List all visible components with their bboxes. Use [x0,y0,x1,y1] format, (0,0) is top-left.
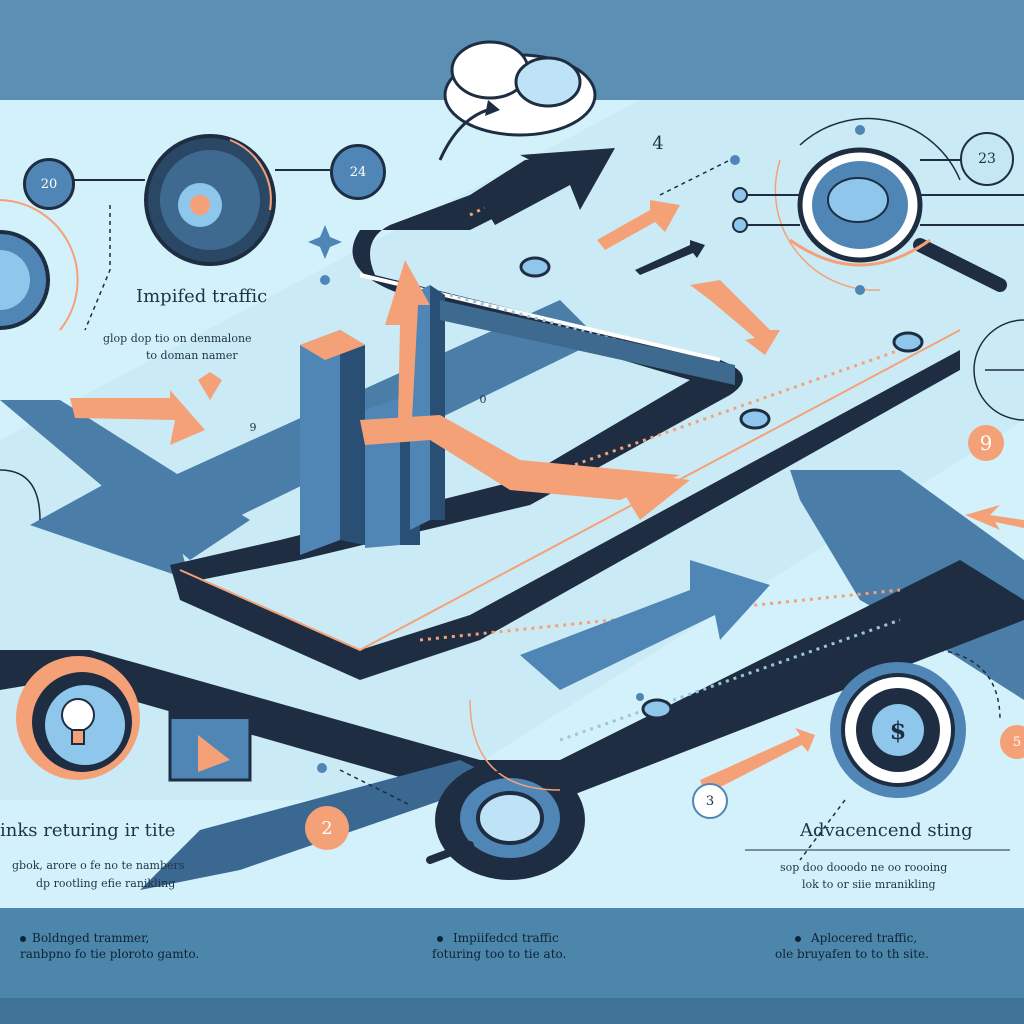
footer-bullet-3 [795,935,801,942]
footer-col3-line2: ole bruyafen to to th site. [775,947,929,961]
road-marker-4 [641,698,673,720]
orange-arrow-right-edge [965,505,1024,530]
orange-arrow-left-1 [70,390,205,445]
node-dot-8 [636,693,644,701]
bar-tall-left [300,330,340,555]
left-edge-target-icon [0,199,79,331]
lower-road [0,560,1024,800]
bottom-left-subtext-line-2: dp rootling efie ranikling [36,877,176,890]
dollar-coin-icon [830,662,966,798]
bar-tall-left-side [340,330,365,545]
badge-9-small: 9 [249,420,257,434]
footer-col1-line1: Boldnged trammer, [32,931,150,945]
light-bulb-icon [16,656,140,780]
footer-strip [0,998,1024,1024]
badge-5: 5 [1000,725,1024,759]
dashed-connector-left [84,205,111,331]
bottom-left-heading: inks returing ir tite [0,820,176,841]
top-left-subtext-line-2: to doman namer [146,349,238,362]
orange-trend-line [360,415,680,500]
footer-column-3: Aplocered traffic, ole bruyafen to to th… [775,930,929,962]
badge-4: 4 [652,132,664,154]
dollar-dash-arc [939,649,1001,721]
badge-9: 9 [968,425,1004,461]
footer-col1-line2: ranbpno fo tie ploroto gamto. [20,947,200,961]
bottom-right-subtext-line-2: lok to or siie mranikling [802,878,936,891]
video-player-icon [168,703,252,782]
dashed-curve-left [0,469,41,521]
blue-arrow-mid [520,560,770,690]
bottom-left-subtext-line-1: gbok, arore o fe no te nambers [12,859,185,872]
lane-dash-2 [449,293,691,362]
dark-arrow-up-right [480,148,615,225]
heart-icon [198,372,222,400]
footer-bullet-2 [437,935,443,942]
road-edge-orange [179,329,961,652]
top-left-subtext-line-1: glop dop tio on denmalone [103,332,252,345]
road-side-panel [440,300,735,385]
right-edge-circle [973,319,1024,421]
footer-col3-line1: Aplocered traffic, [811,931,918,945]
footer-col2-line1: Impiifedcd traffic [453,931,559,945]
cloud-icon [438,40,597,161]
badge-23: 23 [960,132,1014,186]
large-blue-arrow-tail [0,400,250,560]
main-road-path [170,150,960,680]
orange-up-arrow [385,260,430,420]
road-marker-1 [519,256,551,278]
gauge-icon [144,134,276,266]
footer-column-1: Boldnged trammer, ranbpno fo tie ploroto… [20,930,199,962]
orange-arrow-small-3 [690,280,780,355]
orange-arrow-head [610,470,690,520]
bottom-right-heading: Advacencend sting [800,820,973,841]
footer-column-2: Impiifedcd traffic foturing too to tie a… [432,930,566,962]
badge-0: 0 [479,392,487,406]
node-dot-4 [855,285,865,295]
footer-col2-line2: foturing too to tie ato. [432,947,567,961]
magnifier-icon [774,117,1007,292]
orange-curve-lower [469,699,561,791]
badge-3: 3 [692,783,728,819]
node-dot-2 [732,217,748,233]
seo-label: SEO [495,763,520,776]
seo-magnifier-icon [426,760,585,880]
bottom-right-subtext-line-1: sop doo dooodo ne oo roooing [780,861,948,874]
node-dot-5 [730,155,740,165]
dashed-line-lower-left [339,769,411,806]
bar-tallest-side [430,285,445,520]
orange-arrow-bottom [700,728,815,795]
node-dot-7 [317,763,327,773]
node-dot-6 [320,275,330,285]
node-dot-3 [855,125,865,135]
road-marker-2 [892,331,924,353]
orange-arrow-small-2 [597,200,680,250]
badge-2: 2 [305,806,349,850]
footer-bullet-1 [20,935,26,942]
dark-arrow-small [635,240,705,275]
road-marker-3 [739,408,771,430]
bar-tall-left-top [300,330,365,360]
dashed-line-top-mid [659,159,731,196]
dollar-symbol: $ [889,715,907,745]
badge-20: 20 [23,158,75,210]
badge-24: 24 [330,144,386,200]
top-left-heading: Impifed traffic [136,286,268,307]
node-dot-1 [732,187,748,203]
sparkle-icon [308,225,342,259]
